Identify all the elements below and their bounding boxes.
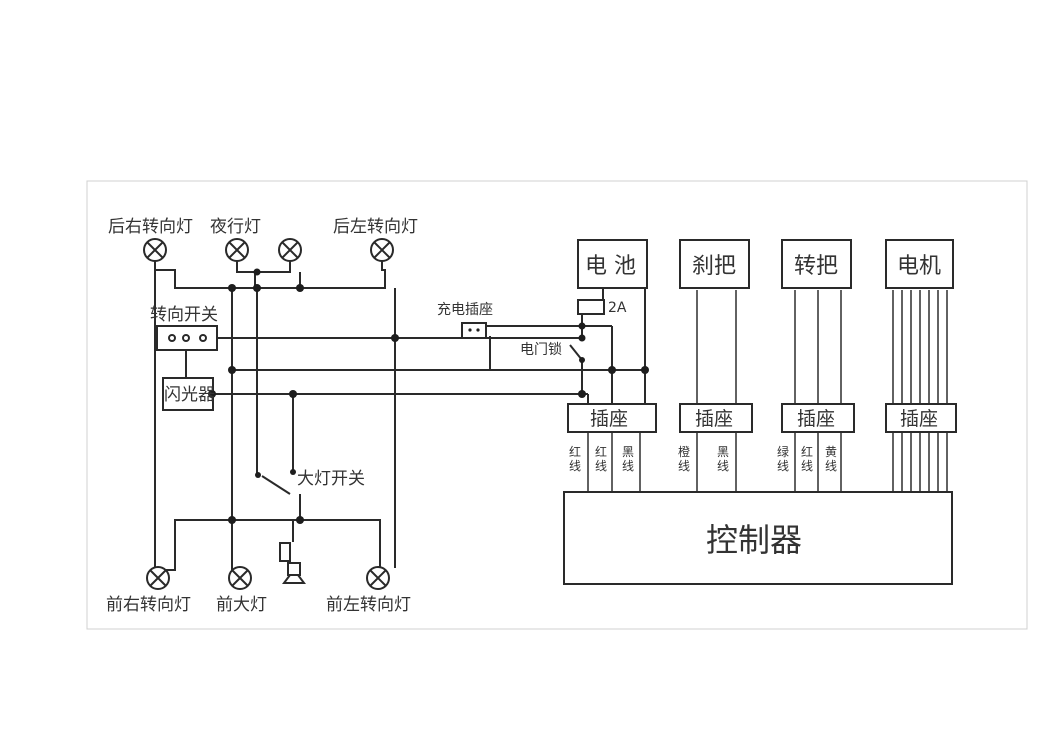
headlight-lamp-symbol — [229, 567, 251, 589]
lamp-symbols — [144, 239, 393, 589]
wire-label-5-bottom: 线 — [717, 459, 729, 473]
label-socket-3: 插座 — [797, 408, 835, 430]
label-motor: 电机 — [897, 254, 941, 279]
front-left-lamp-symbol — [367, 567, 389, 589]
label-turn-switch: 转向开关 — [150, 305, 218, 325]
front-lamp-bus — [155, 520, 380, 570]
front-right-lamp-symbol — [147, 567, 169, 589]
wire-label-8-top: 黄 — [825, 445, 837, 459]
junction-dots-right — [578, 323, 649, 399]
night-lamp-2-symbol — [279, 239, 301, 261]
label-charge-socket: 充电插座 — [437, 302, 493, 318]
label-controller: 控制器 — [706, 521, 802, 559]
label-battery: 电 池 — [585, 254, 636, 279]
label-rear-right-lamp: 后右转向灯 — [108, 217, 193, 237]
label-front-right-lamp: 前右转向灯 — [106, 595, 191, 615]
label-socket-2: 插座 — [695, 408, 733, 430]
night-lamp-1-symbol — [226, 239, 248, 261]
rear-lamp-bus — [155, 250, 385, 288]
wire-label-3-bottom: 线 — [622, 459, 634, 473]
label-rear-left-lamp: 后左转向灯 — [333, 217, 418, 237]
label-throttle: 转把 — [794, 254, 838, 279]
label-fuse: 2A — [608, 300, 627, 316]
wire-label-7-bottom: 线 — [801, 459, 813, 473]
horn-body — [288, 563, 300, 575]
label-front-left-lamp: 前左转向灯 — [326, 595, 411, 615]
rear-right-lamp-symbol — [144, 239, 166, 261]
turn-switch-contact-2 — [183, 335, 189, 341]
headlight-switch-blade — [262, 476, 290, 494]
turn-switch-contact-3 — [200, 335, 206, 341]
wire-label-2-top: 红 — [595, 444, 607, 459]
wire-label-7-top: 红 — [801, 444, 813, 459]
wire-label-6-top: 绿 — [777, 444, 789, 459]
label-headlight-switch: 大灯开关 — [297, 469, 365, 489]
charge-socket-symbol — [462, 323, 486, 338]
fuse-symbol — [578, 300, 604, 314]
label-socket-4: 插座 — [900, 408, 938, 430]
label-socket-1: 插座 — [590, 408, 628, 430]
label-night-lamp: 夜行灯 — [210, 217, 261, 237]
wire-label-8-bottom: 线 — [825, 459, 837, 473]
wire-label-4-bottom: 线 — [678, 459, 690, 473]
label-flasher: 闪光器 — [164, 385, 215, 405]
wire-label-2-bottom: 线 — [595, 459, 607, 473]
wire-label-3-top: 黑 — [622, 445, 634, 459]
label-headlight: 前大灯 — [216, 595, 267, 615]
rear-left-lamp-symbol — [371, 239, 393, 261]
horn-bell — [284, 575, 304, 583]
wire-label-4-top: 橙 — [678, 444, 690, 459]
wire-label-5-top: 黑 — [717, 445, 729, 459]
label-brake: 刹把 — [692, 254, 736, 279]
horn-button — [280, 543, 290, 561]
wire-label-6-bottom: 线 — [777, 459, 789, 473]
wire-label-1-bottom: 线 — [569, 459, 581, 473]
wire-label-1-top: 红 — [569, 444, 581, 459]
label-door-lock: 电门锁 — [520, 342, 562, 358]
turn-switch-contact-1 — [169, 335, 175, 341]
